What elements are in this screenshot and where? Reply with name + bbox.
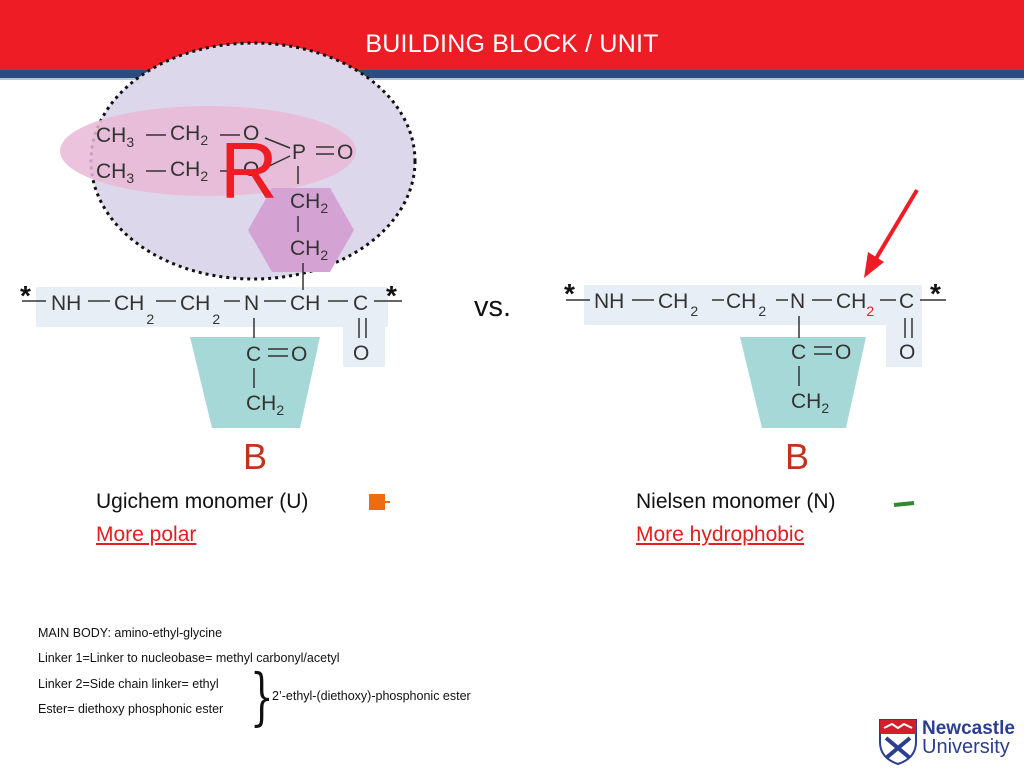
newcastle-crest-icon bbox=[879, 719, 917, 766]
ch2-top: CH2 bbox=[170, 122, 208, 148]
nh-left: NH bbox=[51, 292, 81, 315]
p-oxygen: O bbox=[337, 141, 353, 164]
o-linker1-left: O bbox=[291, 343, 307, 366]
note-linker1: Linker 1=Linker to nucleobase= methyl ca… bbox=[38, 651, 340, 665]
n-left: N bbox=[244, 292, 259, 315]
ch3-bottom: CH3 bbox=[96, 160, 134, 186]
brace-note: 2’-ethyl-(diethoxy)-phosphonic ester bbox=[272, 689, 471, 703]
o-top: O bbox=[243, 122, 259, 145]
curly-brace: } bbox=[250, 660, 274, 733]
polar-marker-square bbox=[369, 494, 385, 510]
ch3-top: CH3 bbox=[96, 124, 134, 150]
slide-title: BUILDING BLOCK / UNIT bbox=[365, 30, 659, 58]
ch2-right-highlighted: CH2 bbox=[836, 290, 874, 319]
c-linker1-right: C bbox=[791, 341, 806, 364]
backbone-highlight-left bbox=[36, 287, 388, 327]
linker1-trapezoid-left bbox=[190, 337, 320, 428]
logo-newcastle: Newcastle bbox=[922, 718, 1015, 739]
c-carbonyl-left: C bbox=[353, 292, 368, 315]
backbone-highlight-right bbox=[584, 285, 920, 325]
ester-highlight bbox=[60, 106, 356, 196]
r-label: R bbox=[220, 126, 278, 215]
ch2-bottom: CH2 bbox=[170, 158, 208, 184]
logo-university: University bbox=[922, 736, 1010, 758]
c-carbonyl-right: C bbox=[899, 290, 914, 313]
ch2-linker1-right: CH2 bbox=[791, 390, 829, 416]
ch2-linker-lower: CH2 bbox=[290, 237, 328, 263]
b-label-left: B bbox=[243, 436, 268, 477]
o-carbonyl-left: O bbox=[353, 342, 369, 365]
star-left-start: * bbox=[20, 280, 31, 311]
note-main-body: MAIN BODY: amino-ethyl-glycine bbox=[38, 626, 223, 640]
o-bottom: O bbox=[243, 158, 259, 181]
header-bar bbox=[0, 0, 1024, 70]
ch2-linker-upper: CH2 bbox=[290, 190, 328, 216]
star-right-end: * bbox=[930, 278, 941, 309]
star-left-end: * bbox=[386, 280, 397, 311]
o-linker1-right: O bbox=[835, 341, 851, 364]
note-ester: Ester= diethoxy phosphonic ester bbox=[38, 702, 224, 716]
ch2-linker1-left: CH2 bbox=[246, 392, 284, 418]
vs-label: vs. bbox=[474, 291, 512, 323]
ch2-backbone-1-left: CH2 bbox=[114, 292, 154, 327]
more-polar-label: More polar bbox=[96, 523, 197, 546]
o-carbonyl-right: O bbox=[899, 341, 915, 364]
note-linker2: Linker 2=Side chain linker= ethyl bbox=[38, 677, 219, 691]
linker2-hexagon bbox=[248, 188, 354, 272]
nh-right: NH bbox=[594, 290, 624, 313]
b-label-right: B bbox=[785, 436, 810, 477]
header-stripe-light bbox=[0, 78, 1024, 80]
nielsen-caption: Nielsen monomer (N) bbox=[636, 490, 836, 513]
header-stripe bbox=[0, 70, 1024, 78]
ch-left: CH bbox=[290, 292, 320, 315]
c-linker1-left: C bbox=[246, 343, 261, 366]
red-arrowhead bbox=[864, 252, 884, 278]
hydrophobic-marker-line bbox=[893, 501, 915, 507]
red-arrow-shaft bbox=[872, 188, 919, 264]
carbonyl-highlight-right bbox=[886, 285, 922, 367]
ch2-backbone-2-left: CH2 bbox=[180, 292, 220, 327]
more-hydrophobic-label: More hydrophobic bbox=[636, 523, 805, 546]
phosphorus: P bbox=[292, 141, 306, 164]
n-right: N bbox=[790, 290, 805, 313]
ugichem-caption: Ugichem monomer (U) bbox=[96, 490, 309, 513]
star-right-start: * bbox=[564, 278, 575, 309]
linker1-trapezoid-right bbox=[740, 337, 866, 428]
